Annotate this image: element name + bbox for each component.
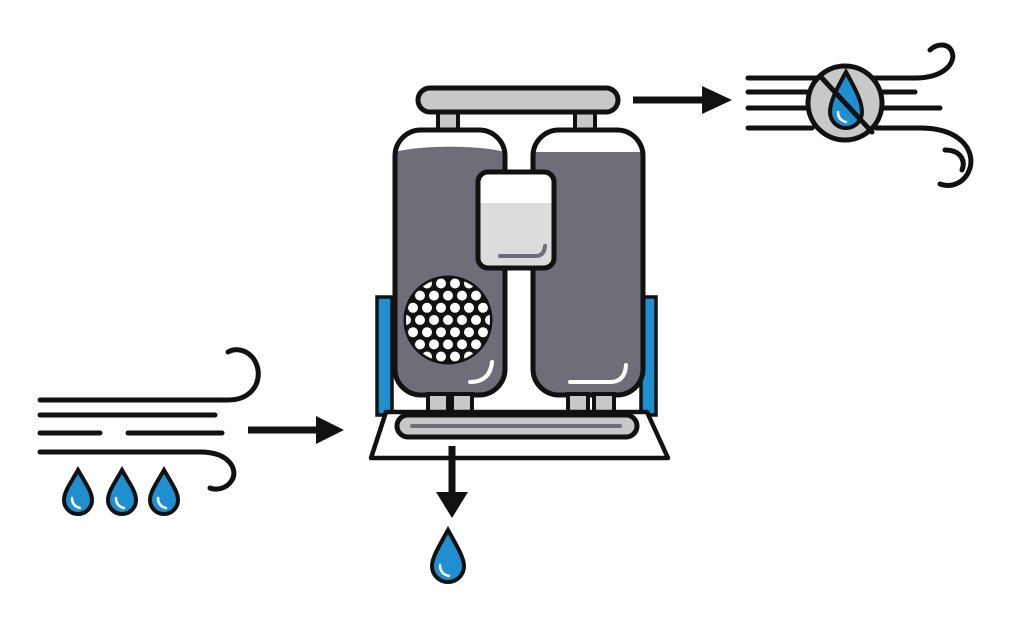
drain-arrow-icon [436,446,468,518]
water-drop-icon [147,465,181,516]
desiccant-beads-icon [403,275,493,365]
base-frame [368,409,671,461]
wet-air-inlet [37,347,344,516]
inlet-water-drops [61,465,181,516]
twin-tower-dryer-icon [368,85,671,461]
water-drop-icon [429,525,467,584]
condensate-drain [429,446,468,584]
bottom-connectors [426,392,616,416]
no-water-drop-badge [805,63,885,143]
center-control-chamber [475,169,557,271]
wind-no-water-icon [745,42,974,188]
wind-with-water-drops-icon [37,347,261,516]
outlet-arrow-icon [633,86,732,114]
water-drop-icon [61,465,95,516]
prohibition-slash [817,73,875,135]
dry-air-outlet [633,42,974,188]
top-manifold [415,85,621,132]
inlet-arrow-icon [248,416,344,444]
water-drop-icon [105,465,139,516]
